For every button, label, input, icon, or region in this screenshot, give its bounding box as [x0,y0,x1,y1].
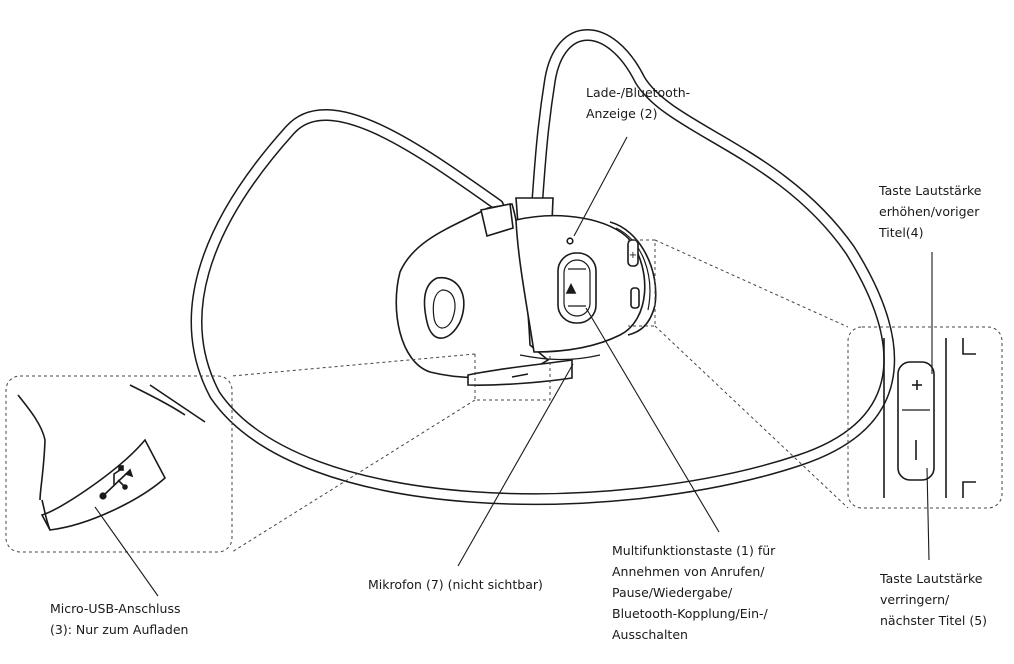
headphone-body [395,197,657,386]
callout-volume-up: Taste Lautstärke erhöhen/voriger Titel(4… [879,183,982,240]
volume-detail-drawing [883,338,976,498]
usb-detail-box [5,353,551,553]
callout-multifunction: Multifunktionstaste (1) für Annehmen von… [612,543,776,642]
play-symbol: ▲ [566,280,577,296]
indicator-light [566,237,574,245]
button-glyphs: ▲ + [566,250,638,296]
volume-detail-box [628,239,1003,509]
multifunction-button [557,252,597,324]
callout-micro-usb: Micro-USB-Anschluss (3): Nur zum Auflade… [50,601,189,637]
callout-volume-down: Taste Lautstärke verringern/ nächster Ti… [880,571,988,628]
usb-flap [467,359,573,386]
leader-lines [94,136,933,597]
plus-symbol: + [629,250,637,261]
callout-indicator: Lade-/Bluetooth- Anzeige (2) [586,85,691,121]
callout-microphone: Mikrofon (7) (nicht sichtbar) [368,577,543,592]
left-ear-cushion [423,277,465,339]
volume-button-pair [897,361,935,481]
ear-hook-loop [190,29,896,506]
usb-detail-drawing [17,384,206,531]
